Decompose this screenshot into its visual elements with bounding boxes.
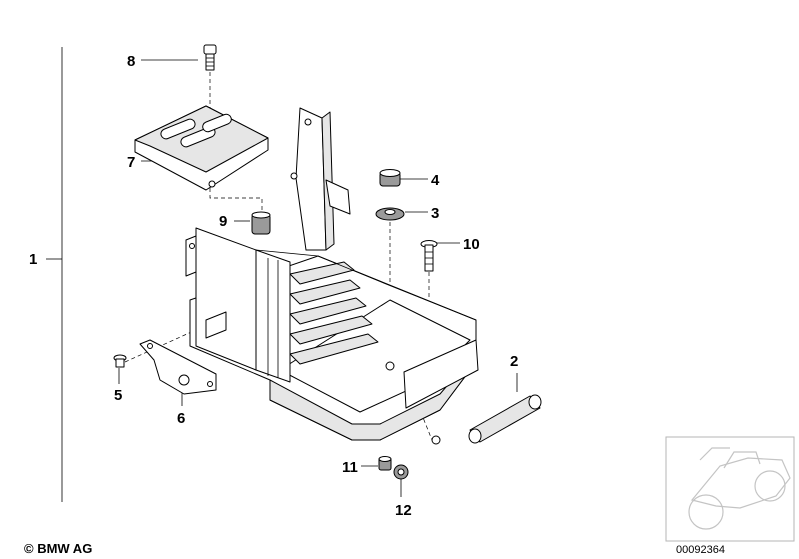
callout-12[interactable]: 12: [395, 502, 412, 519]
callout-11[interactable]: 11: [342, 459, 358, 476]
bolt-part-10[interactable]: [420, 240, 438, 272]
grommet-part-4[interactable]: [379, 169, 401, 187]
callout-5[interactable]: 5: [114, 387, 122, 404]
motorcycle-silhouette-icon: [688, 447, 791, 530]
screw-part-5[interactable]: [113, 354, 127, 368]
washer-part-12[interactable]: [393, 464, 409, 480]
rubber-ring-part-3[interactable]: [375, 207, 405, 221]
motorcycle-thumbnail: [665, 436, 795, 542]
callout-10[interactable]: 10: [463, 236, 480, 253]
mounting-plate-part-6[interactable]: [139, 339, 217, 395]
callout-4[interactable]: 4: [431, 172, 440, 189]
callout-6[interactable]: 6: [177, 410, 185, 427]
callout-7[interactable]: 7: [127, 154, 135, 171]
document-number: 00092364: [676, 544, 725, 556]
leader-lines: [118, 59, 518, 497]
nut-part-11[interactable]: [378, 456, 392, 471]
cover-plate-part-7[interactable]: [134, 105, 269, 191]
callout-8[interactable]: 8: [127, 53, 135, 70]
callout-1[interactable]: 1: [29, 251, 37, 268]
screw-part-8[interactable]: [203, 44, 217, 71]
battery-tray-part-1[interactable]: [185, 107, 479, 445]
assembly-bracket-line: [46, 47, 63, 502]
edge-protector-part-2[interactable]: [468, 394, 542, 444]
callout-3[interactable]: 3: [431, 205, 439, 222]
callout-9[interactable]: 9: [219, 213, 227, 230]
rubber-buffer-part-9[interactable]: [251, 211, 271, 235]
copyright-text: © BMW AG: [24, 541, 92, 556]
callout-2[interactable]: 2: [510, 353, 518, 370]
